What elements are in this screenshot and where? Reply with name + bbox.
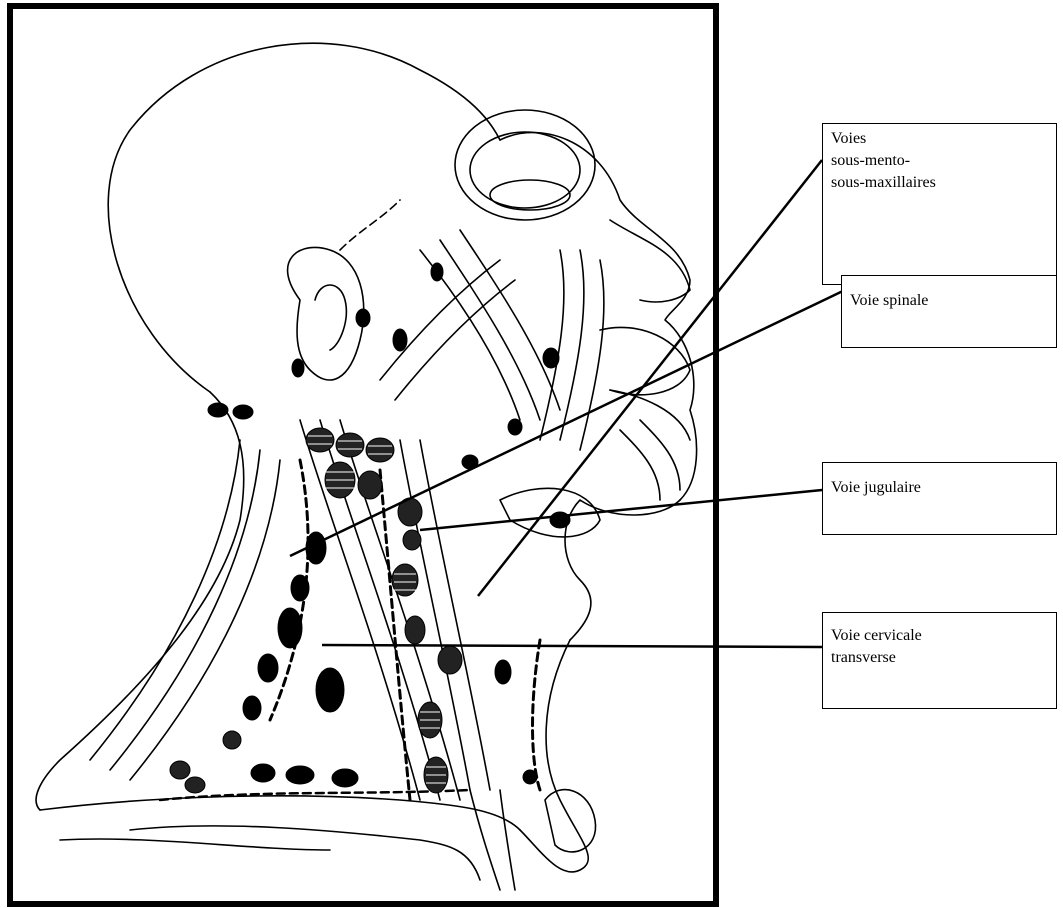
label-jugulaire: Voie jugulaire — [822, 462, 1057, 535]
label-cervicale-line-1: Voie cervicale — [831, 625, 1048, 647]
label-spinale: Voie spinale — [841, 275, 1057, 348]
leader-jugulaire — [420, 490, 822, 530]
label-sous-mento: Voies sous-mento- sous-maxillaires — [822, 123, 1057, 285]
label-cervicale-line-2: transverse — [831, 647, 1048, 669]
label-spinale-line-1: Voie spinale — [850, 290, 1048, 312]
leader-sous-mento — [478, 160, 822, 596]
head-outline — [36, 43, 696, 890]
label-sous-mento-line-1: Voies — [831, 128, 1048, 150]
frame-border — [10, 6, 716, 904]
lymph-nodes — [208, 263, 570, 787]
label-sous-mento-line-3: sous-maxillaires — [831, 172, 1048, 194]
label-sous-mento-line-2: sous-mento- — [831, 150, 1048, 172]
leader-lines — [290, 160, 845, 647]
label-jugulaire-line-1: Voie jugulaire — [831, 477, 1048, 499]
label-cervicale: Voie cervicale transverse — [822, 612, 1057, 709]
